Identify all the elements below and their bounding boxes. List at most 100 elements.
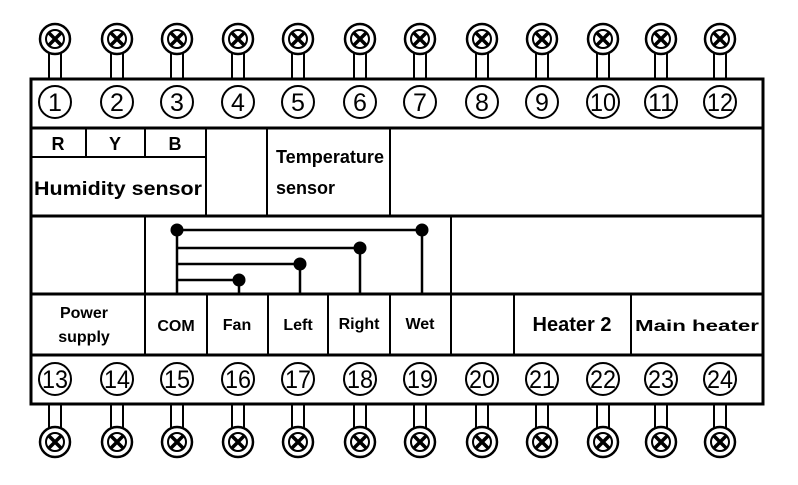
terminal-number-label: 11 bbox=[648, 89, 674, 117]
terminal-number-label: 17 bbox=[285, 366, 311, 394]
terminal-number: 10 bbox=[586, 85, 620, 119]
heater-2-label: Heater 2 bbox=[533, 314, 612, 336]
terminal-number-label: 2 bbox=[110, 89, 124, 117]
temperature-sensor-line2: sensor bbox=[276, 178, 335, 198]
temperature-sensor-line1: Temperature bbox=[276, 147, 384, 167]
terminal-number: 1 bbox=[38, 85, 72, 119]
terminal-number: 3 bbox=[160, 85, 194, 119]
terminal-number: 15 bbox=[160, 362, 194, 396]
terminal-number: 17 bbox=[281, 362, 315, 396]
screw-terminal-icon bbox=[525, 22, 559, 80]
screw-terminal-icon bbox=[586, 22, 620, 80]
screw-terminal-icon bbox=[160, 22, 194, 80]
terminal-number-label: 19 bbox=[407, 366, 433, 394]
fan-junction-dot bbox=[232, 273, 246, 287]
power-supply-line2: supply bbox=[58, 329, 110, 346]
com-junction-dot bbox=[170, 223, 184, 237]
terminal-number: 22 bbox=[586, 362, 620, 396]
wiring-junction-dots bbox=[170, 223, 429, 287]
humidity-sensor-label: Humidity sensor bbox=[34, 179, 203, 200]
screw-terminal-icon bbox=[343, 22, 377, 80]
com-label: COM bbox=[157, 318, 194, 335]
terminal-number-label: 7 bbox=[413, 89, 427, 117]
terminal-number-label: 6 bbox=[353, 89, 367, 117]
terminal-number: 20 bbox=[465, 362, 499, 396]
fan-label: Fan bbox=[223, 317, 251, 334]
terminal-number: 9 bbox=[525, 85, 559, 119]
terminal-number-label: 9 bbox=[535, 89, 549, 117]
lower-label-dividers bbox=[144, 294, 632, 355]
humidity-r-label: R bbox=[52, 134, 65, 154]
screw-terminal-icon bbox=[343, 403, 377, 459]
terminal-number-label: 1 bbox=[48, 89, 62, 117]
terminal-number-label: 3 bbox=[170, 89, 184, 117]
wet-junction-dot bbox=[415, 223, 429, 237]
screw-terminal-icon bbox=[160, 403, 194, 459]
terminal-number: 13 bbox=[38, 362, 72, 396]
terminal-number-label: 21 bbox=[529, 366, 555, 394]
terminal-number-label: 8 bbox=[475, 89, 489, 117]
screw-terminal-icon bbox=[465, 403, 499, 459]
terminal-number: 14 bbox=[100, 362, 134, 396]
terminal-block-housing bbox=[29, 77, 765, 406]
terminal-number-label: 18 bbox=[347, 366, 373, 394]
terminal-number: 6 bbox=[343, 85, 377, 119]
top-screw-row bbox=[38, 22, 737, 80]
terminal-number: 12 bbox=[703, 85, 737, 119]
screw-terminal-icon bbox=[703, 22, 737, 80]
terminal-number-label: 24 bbox=[707, 366, 733, 394]
terminal-number: 19 bbox=[403, 362, 437, 396]
humidity-y-label: Y bbox=[109, 134, 121, 154]
terminal-number-label: 14 bbox=[104, 366, 130, 394]
wet-label: Wet bbox=[405, 316, 435, 333]
terminal-number: 24 bbox=[703, 362, 737, 396]
terminal-number-label: 20 bbox=[469, 366, 495, 394]
terminal-number: 16 bbox=[221, 362, 255, 396]
screw-terminal-icon bbox=[100, 22, 134, 80]
terminal-number: 8 bbox=[465, 85, 499, 119]
left-junction-dot bbox=[293, 257, 307, 271]
terminal-number: 11 bbox=[644, 85, 678, 119]
terminal-number: 5 bbox=[281, 85, 315, 119]
terminal-number-label: 23 bbox=[648, 366, 674, 394]
terminal-number-label: 10 bbox=[590, 89, 616, 117]
terminal-number: 2 bbox=[100, 85, 134, 119]
screw-terminal-icon bbox=[221, 403, 255, 459]
terminal-number: 18 bbox=[343, 362, 377, 396]
terminal-number: 4 bbox=[221, 85, 255, 119]
screw-terminal-icon bbox=[281, 22, 315, 80]
screw-terminal-icon bbox=[465, 22, 499, 80]
left-label: Left bbox=[283, 317, 313, 334]
relay-common-wiring bbox=[175, 228, 424, 294]
screw-terminal-icon bbox=[403, 403, 437, 459]
screw-terminal-icon bbox=[38, 22, 72, 80]
screw-terminal-icon bbox=[525, 403, 559, 459]
terminal-number: 7 bbox=[403, 85, 437, 119]
screw-terminal-icon bbox=[38, 403, 72, 459]
terminal-number-label: 13 bbox=[42, 366, 68, 394]
screw-terminal-icon bbox=[100, 403, 134, 459]
screw-terminal-icon bbox=[586, 403, 620, 459]
screw-terminal-icon bbox=[644, 22, 678, 80]
terminal-number-label: 12 bbox=[707, 89, 733, 117]
terminal-number-label: 15 bbox=[164, 366, 190, 394]
main-heater-label: Main heater bbox=[635, 318, 759, 335]
screw-terminal-icon bbox=[644, 403, 678, 459]
terminal-number-label: 22 bbox=[590, 366, 616, 394]
right-junction-dot bbox=[353, 241, 367, 255]
terminal-number-label: 4 bbox=[231, 89, 245, 117]
screw-terminal-icon bbox=[703, 403, 737, 459]
terminal-number-label: 16 bbox=[225, 366, 251, 394]
screw-terminal-icon bbox=[221, 22, 255, 80]
humidity-b-label: B bbox=[169, 134, 182, 154]
terminal-number-label: 5 bbox=[291, 89, 305, 117]
power-supply-line1: Power bbox=[60, 305, 108, 322]
screw-terminal-icon bbox=[403, 22, 437, 80]
terminal-number: 23 bbox=[644, 362, 678, 396]
bottom-terminal-numbers: 13 14 15 16 17 18 19 20 21 22 23 24 bbox=[38, 362, 737, 396]
terminal-number: 21 bbox=[525, 362, 559, 396]
bottom-screw-row bbox=[38, 403, 737, 459]
right-label: Right bbox=[339, 316, 381, 333]
